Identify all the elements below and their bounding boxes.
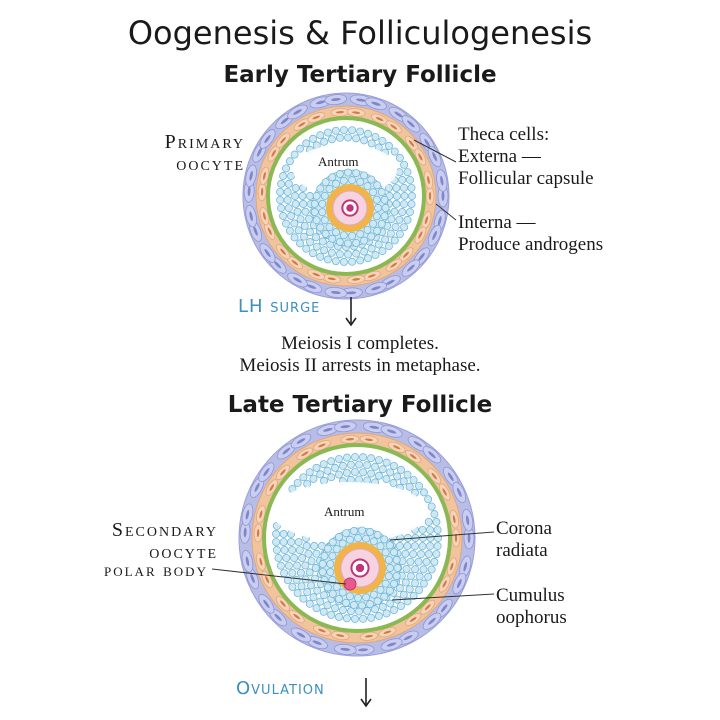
- theca-interna-line2: Produce androgens: [458, 234, 604, 255]
- meiosis-note-line1: Meiosis I completes.: [281, 333, 439, 354]
- early-tertiary-follicle-illustration: [242, 92, 450, 300]
- theca-cells-heading: Theca cells:: [458, 124, 550, 145]
- theca-interna-cells: [257, 107, 435, 284]
- theca-interna-line1: Interna —: [458, 212, 536, 233]
- theca-cells-label: Theca cells: Externa — Follicular capsul…: [458, 124, 594, 190]
- late-antrum-label: Antrum: [324, 504, 365, 519]
- theca-externa-line1: Externa —: [458, 146, 541, 167]
- polar-body-label: polar body: [104, 560, 208, 580]
- ovulation-label: Ovulation: [236, 678, 325, 699]
- cumulus-oophorus-leader: [391, 593, 495, 601]
- nucleolus: [346, 204, 354, 212]
- corona-radiata-line2: radiata: [496, 540, 548, 561]
- theca-externa-line2: Follicular capsule: [458, 168, 594, 189]
- cumulus-oophorus-line1: Cumulus: [496, 585, 565, 606]
- primary-oocyte-label-line1: Primary: [164, 131, 245, 153]
- corona-radiata-leader: [389, 531, 495, 541]
- antrum: [272, 482, 428, 542]
- secondary-oocyte-label: Secondary oocyte: [60, 519, 218, 563]
- lh-surge-label: LH surge: [238, 296, 321, 317]
- meiosis-note-line2: Meiosis II arrests in metaphase.: [239, 355, 481, 376]
- theca-interna-leader: [435, 203, 457, 221]
- meiosis-note: Meiosis I completes. Meiosis II arrests …: [160, 333, 560, 377]
- corona-radiata-cells: [318, 526, 402, 610]
- leader-lines: [211, 139, 495, 601]
- cumulus-oophorus-line2: oophorus: [496, 607, 567, 628]
- early-follicle-heading: Early Tertiary Follicle: [223, 62, 497, 88]
- nucleolus: [355, 563, 365, 573]
- secondary-oocyte-label-line2: oocyte: [149, 541, 218, 563]
- corona-radiata-cells: [310, 168, 390, 248]
- theca-externa-cells: [243, 94, 449, 299]
- cumulus-oophorus-label: Cumulus oophorus: [496, 585, 567, 629]
- corona-radiata-line1: Corona: [496, 518, 552, 539]
- primary-oocyte-label-line2: oocyte: [176, 153, 245, 175]
- theca-interna-label: Interna — Produce androgens: [458, 212, 603, 256]
- polar-body-leader: [211, 568, 347, 585]
- theca-externa-leader: [413, 139, 457, 163]
- arrows: [345, 297, 372, 708]
- late-follicle-heading: Late Tertiary Follicle: [227, 392, 493, 418]
- corona-radiata-label: Corona radiata: [496, 518, 552, 562]
- lh-surge-arrow: [345, 297, 357, 327]
- page-title: Oogenesis & Folliculogenesis: [127, 14, 593, 52]
- primary-oocyte-label: Primary oocyte: [110, 131, 245, 175]
- early-antrum-label: Antrum: [318, 154, 359, 169]
- late-tertiary-follicle-illustration: [238, 419, 476, 657]
- ovulation-arrow: [360, 678, 372, 708]
- theca-externa-cells: [239, 421, 475, 656]
- theca-interna-cells: [253, 434, 461, 641]
- secondary-oocyte-label-line1: Secondary: [111, 519, 218, 541]
